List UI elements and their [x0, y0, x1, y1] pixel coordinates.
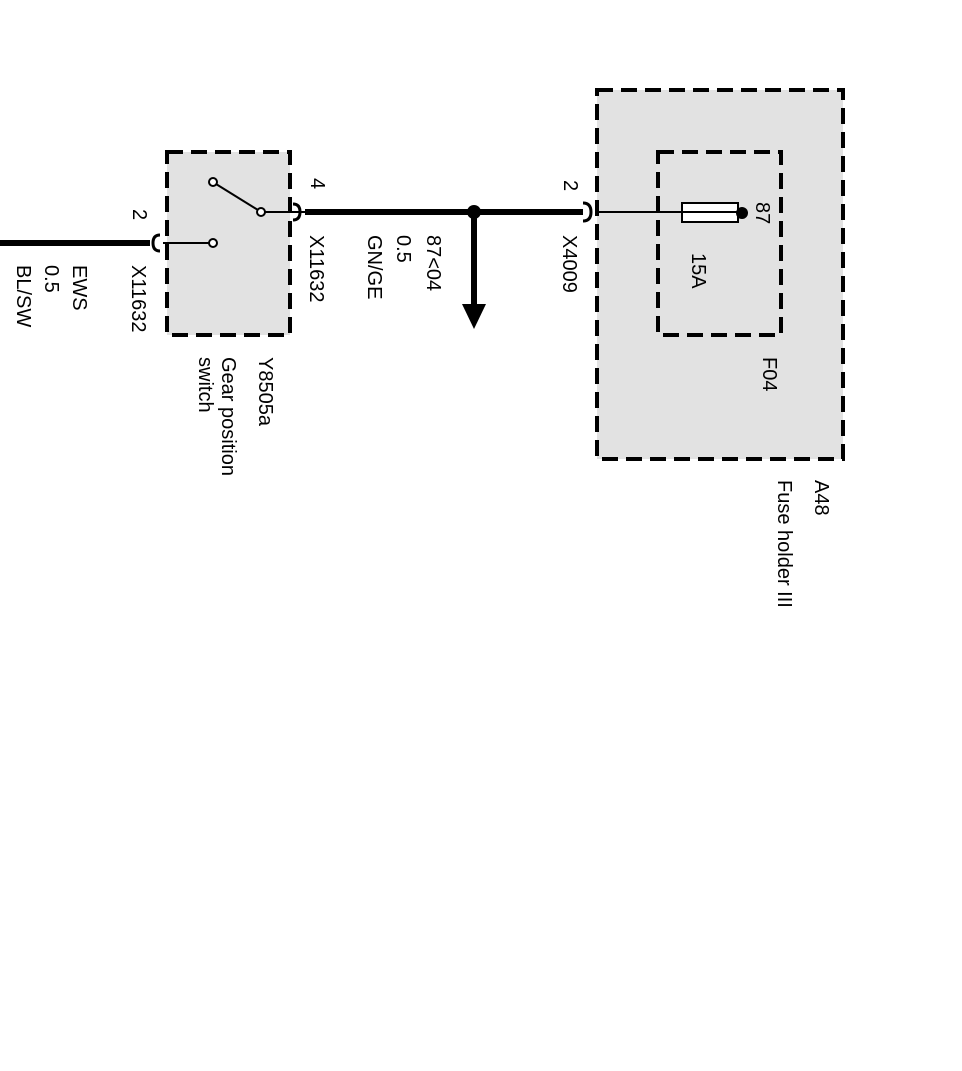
connector-x11632-bottom-id: X11632 [127, 265, 149, 332]
fuse-f04-box [656, 150, 783, 337]
wire-main-circuit: 87<04 [422, 235, 444, 291]
connector-x4009-icon [582, 201, 593, 223]
fuse-rating: 15A [687, 253, 709, 289]
switch-contact-bottom [208, 238, 218, 248]
wire-out-circuit: EWS [68, 265, 90, 311]
connector-x4009-id: X4009 [558, 235, 580, 293]
switch-contact-open [208, 177, 218, 187]
wire-main-size: 0.5 [392, 235, 414, 263]
branch-arrow-icon [462, 304, 486, 329]
fuse-id: F04 [758, 357, 780, 391]
fuse-holder-id: A48 [810, 480, 832, 516]
connector-x11632-top-pin: 4 [306, 178, 328, 189]
fuse-pin-dot [736, 207, 748, 219]
wire-out-size: 0.5 [40, 265, 62, 293]
switch-id: Y8505a [254, 357, 276, 427]
switch-name-line2: switch [194, 357, 216, 413]
fuse-holder-name: Fuse holder III [773, 480, 795, 608]
connector-x11632-top-id: X11632 [305, 235, 327, 302]
switch-name-line1: Gear position [217, 357, 239, 476]
connector-x4009-pin: 2 [559, 180, 581, 191]
fuse-pin: 87 [751, 202, 773, 224]
switch-blade [215, 183, 259, 211]
wire-main-color: GN/GE [363, 235, 385, 299]
connector-x11632-bottom-icon [151, 233, 161, 253]
switch-contact-common [256, 207, 266, 217]
wire-out-color: BL/SW [12, 265, 34, 327]
connector-x11632-bottom-pin: 2 [128, 209, 150, 220]
